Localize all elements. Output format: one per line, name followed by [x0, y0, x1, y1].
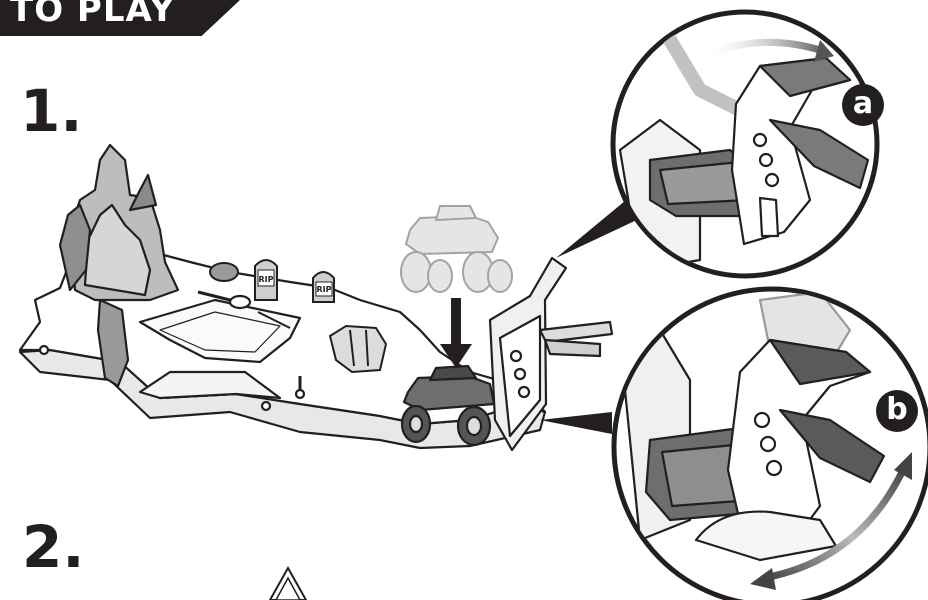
callout-label-b: b [876, 390, 918, 432]
falling-truck-ghost [401, 206, 512, 292]
zoom-circle-b [614, 289, 928, 600]
tire-prop [210, 263, 238, 281]
zoom-circle-a [613, 12, 877, 276]
warning-triangle-icon [270, 568, 306, 600]
zoom-connector-b [540, 412, 612, 434]
callout-label-a: a [842, 84, 884, 126]
tombstone-2-text: RIP [317, 285, 332, 294]
tombstone-1-text: RIP [259, 275, 274, 284]
